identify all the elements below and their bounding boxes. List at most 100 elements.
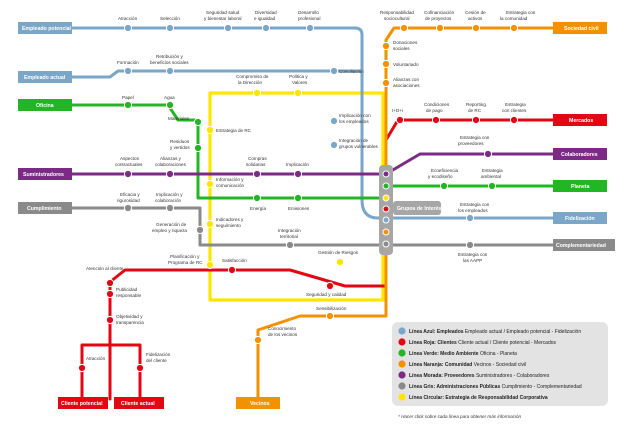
station-implicacion-empleados[interactable] xyxy=(329,116,339,126)
station-estrategia-comunidad[interactable] xyxy=(509,23,519,33)
station-integracion-vulnerables[interactable] xyxy=(329,140,339,150)
station-agua[interactable] xyxy=(165,100,175,110)
station-integracion-territorial[interactable] xyxy=(285,240,295,250)
blue-line-upper[interactable] xyxy=(68,26,364,72)
terminal-empleado-actual[interactable]: Empleado actual xyxy=(18,71,72,83)
station-ecoeficiencia[interactable] xyxy=(439,181,449,191)
station-gestion-riesgos[interactable] xyxy=(335,257,345,267)
station-alianzas-colab[interactable] xyxy=(165,169,175,179)
station-sensibilizacion[interactable] xyxy=(325,311,335,321)
station-materiales[interactable] xyxy=(193,117,203,127)
label-seguridad-calidad: Seguridad y calidad xyxy=(306,292,347,297)
station-compromiso-direccion[interactable] xyxy=(252,88,262,98)
station-resp-sociocultural[interactable] xyxy=(399,23,409,33)
station-desarrollo[interactable] xyxy=(305,23,315,33)
station-donaciones[interactable] xyxy=(381,41,391,51)
orange-line[interactable] xyxy=(256,26,582,401)
terminal-suministradores[interactable]: Suministradores xyxy=(18,168,72,180)
legend-item[interactable]: Línea Verde: Medio Ambiente Oficina - Pl… xyxy=(398,349,517,357)
station-emisiones[interactable] xyxy=(293,193,303,203)
terminal-fidelizacion[interactable]: Fidelización xyxy=(553,212,607,224)
station-eficacia[interactable] xyxy=(123,203,133,213)
legend-item[interactable]: Línea Azul: Empleados Empleado actual / … xyxy=(398,327,581,335)
hub[interactable]: Grupos de Interés xyxy=(379,165,442,255)
terminal-vecinos[interactable]: Vecinos xyxy=(236,397,280,409)
terminal-complementariedad[interactable]: Complementariedad xyxy=(553,239,615,251)
station-estrategia-rc[interactable] xyxy=(205,125,215,135)
station-idi[interactable] xyxy=(395,115,405,125)
gray-line[interactable] xyxy=(68,206,562,247)
station-formacion[interactable] xyxy=(123,66,133,76)
legend-item[interactable]: Línea Circular: Estrategia de Responsabi… xyxy=(398,393,548,401)
station-atencion-cliente[interactable] xyxy=(105,278,115,288)
label-atraccion-top: Atracción xyxy=(118,16,138,21)
station-satisfaccion[interactable] xyxy=(227,265,237,275)
station-estrategia-ambiental[interactable] xyxy=(487,181,497,191)
legend-text: Línea Azul: Empleados Empleado actual / … xyxy=(409,329,581,335)
station-compras[interactable] xyxy=(252,169,262,179)
station-seguridad-salud[interactable] xyxy=(223,23,233,33)
legend-item[interactable]: Línea Roja: Clientes Cliente actual / Cl… xyxy=(398,338,557,346)
station-energia[interactable] xyxy=(252,193,262,203)
station-papel[interactable] xyxy=(123,100,133,110)
station-atraccion-bottom[interactable] xyxy=(77,363,87,373)
station-publicidad[interactable] xyxy=(105,289,115,299)
station-residuos[interactable] xyxy=(193,143,203,153)
station-cofinanciacion[interactable] xyxy=(435,23,445,33)
terminal-mercados[interactable]: Mercados xyxy=(553,114,607,126)
station-indicadores[interactable] xyxy=(205,219,215,229)
legend-item[interactable]: Línea Morada: Proveedores Suministradore… xyxy=(398,371,550,379)
legend-item[interactable]: Línea Gris: Administraciones Públicas Cu… xyxy=(398,382,582,390)
station-aspectos[interactable] xyxy=(123,169,133,179)
terminal-cliente-actual[interactable]: Cliente actual xyxy=(114,397,164,409)
station-implicacion[interactable] xyxy=(293,169,303,179)
svg-text:Suministradores: Suministradores xyxy=(23,172,64,178)
station-diversidad[interactable] xyxy=(261,23,271,33)
station-estrategia-aapp[interactable] xyxy=(465,240,475,250)
station-seguridad-calidad[interactable] xyxy=(325,281,335,291)
station-atraccion-top[interactable] xyxy=(123,23,133,33)
station-voluntariado[interactable] xyxy=(381,59,391,69)
station-conciliacion[interactable] xyxy=(329,66,339,76)
station-fidelizacion-cliente[interactable] xyxy=(135,363,145,373)
station-condiciones-pago[interactable] xyxy=(431,115,441,125)
terminal-cumplimiento[interactable]: Cumplimiento xyxy=(18,202,72,214)
purple-line[interactable] xyxy=(68,152,582,176)
station-seleccion[interactable] xyxy=(165,23,175,33)
terminal-oficina[interactable]: Oficina xyxy=(18,99,72,111)
station-planificacion[interactable] xyxy=(205,260,215,270)
terminal-planeta[interactable]: Planeta xyxy=(553,180,607,192)
station-generacion-empleo[interactable] xyxy=(195,225,205,235)
legend-item[interactable]: Línea Naranja: Comunidad Vecinos - Socie… xyxy=(398,360,526,368)
yellow-line[interactable] xyxy=(208,91,385,302)
station-politica-valores[interactable] xyxy=(293,88,303,98)
legend-swatch xyxy=(398,338,406,346)
station-info-comunicacion[interactable] xyxy=(205,179,215,189)
label-voluntariado: Voluntariado xyxy=(393,62,419,67)
station-reporting-rc[interactable] xyxy=(471,115,481,125)
station-estrategia-empleados[interactable] xyxy=(465,213,475,223)
station-estrategia-proveedores[interactable] xyxy=(483,149,493,159)
terminal-empleado-potencial[interactable]: Empleado potencial xyxy=(18,22,72,34)
station-alianzas-asociaciones[interactable] xyxy=(381,78,391,88)
terminal-colaboradores[interactable]: Colaboradores xyxy=(553,148,607,160)
station-cesion-activos[interactable] xyxy=(471,23,481,33)
station-estrategia-clientes[interactable] xyxy=(509,115,519,125)
stations xyxy=(77,23,519,373)
blue-line-lower[interactable] xyxy=(68,69,582,220)
legend-text: Línea Morada: Proveedores Suministradore… xyxy=(409,373,550,379)
station-implicacion-colab[interactable] xyxy=(165,203,175,213)
hub-label: Grupos de Interés xyxy=(397,206,442,212)
terminal-cliente-potencial[interactable]: Cliente potencial xyxy=(58,397,108,409)
terminal-sociedad-civil[interactable]: Sociedad civil xyxy=(553,22,607,34)
station-conocimiento-vecinos[interactable] xyxy=(253,335,263,345)
station-retribucion[interactable] xyxy=(165,66,175,76)
station-objetividad[interactable] xyxy=(105,315,115,325)
